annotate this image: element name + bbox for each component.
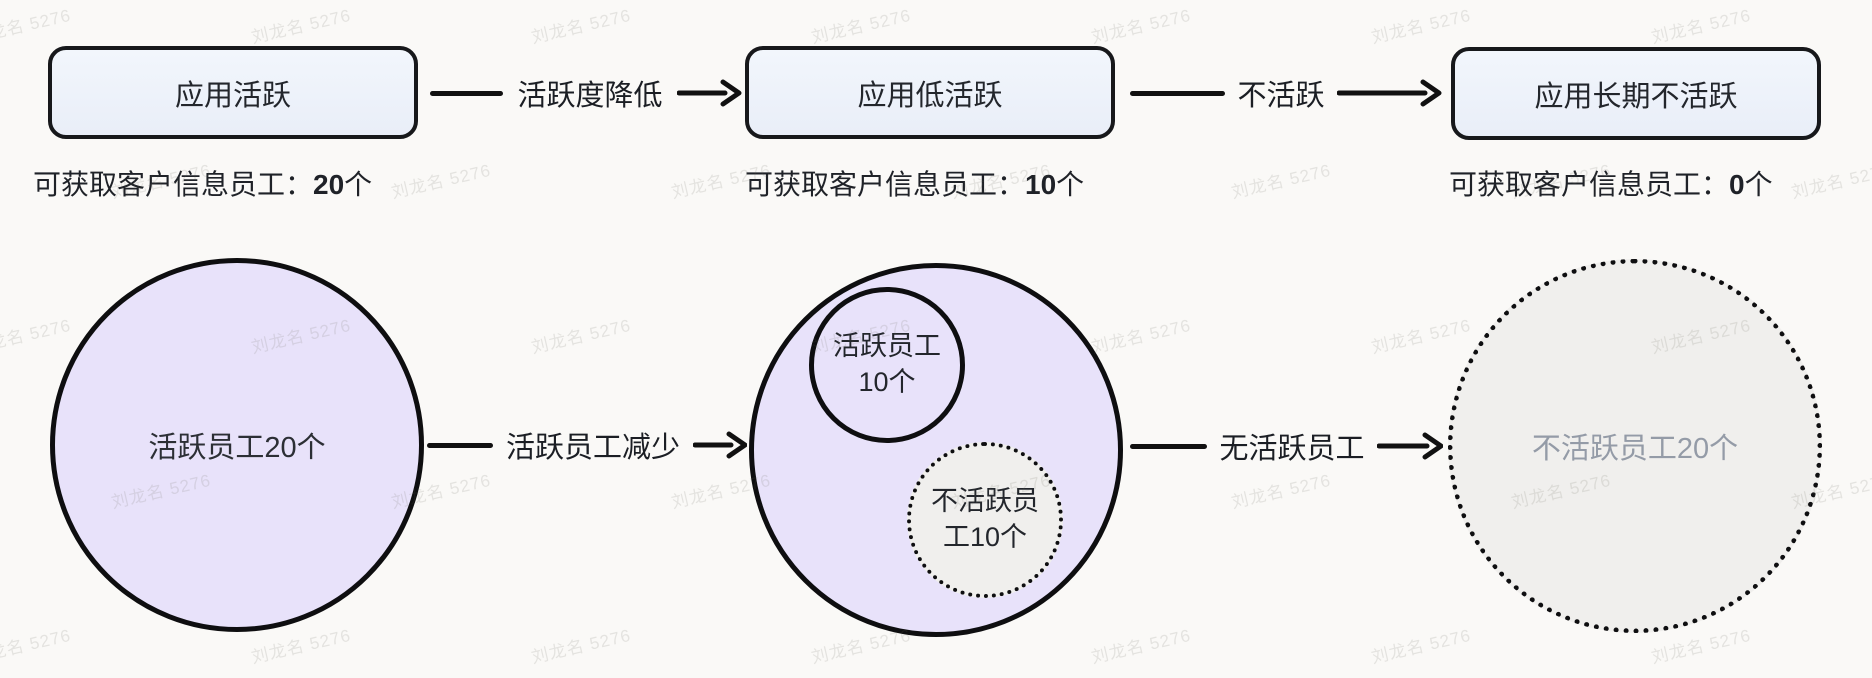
circle-label: 活跃员工20个 [148, 432, 326, 464]
connector-line [427, 442, 493, 448]
watermark-text: 刘龙名 5276 [1369, 625, 1473, 668]
stage-info-prefix: 可获取客户信息员工： [1449, 169, 1730, 200]
stage-box-low-active: 应用低活跃 [745, 46, 1115, 139]
arrow-right-icon [1336, 79, 1442, 107]
stage-info-line: 可获取客户信息员工：0个 [1449, 168, 1773, 202]
connector-label: 无活跃员工 [1219, 433, 1365, 465]
watermark-text: 刘龙名 5276 [1789, 160, 1872, 203]
stage-info-prefix: 可获取客户信息员工： [745, 169, 1026, 200]
circle-active-employees: 活跃员工20个 [50, 258, 424, 632]
stage-info-line: 可获取客户信息员工：20个 [33, 168, 372, 202]
arrow-right-icon [1376, 432, 1443, 460]
stage-box-active: 应用活跃 [48, 46, 418, 139]
watermark-text: 刘龙名 5276 [529, 5, 633, 48]
watermark-text: 刘龙名 5276 [1369, 5, 1473, 48]
circle-inactive-employees: 不活跃员工20个 [1448, 259, 1822, 633]
stage-box-label: 应用低活跃 [857, 79, 1003, 112]
connector-label: 不活跃 [1237, 80, 1325, 112]
stage-info-suffix: 个 [1744, 169, 1773, 200]
circle-connector-1: 活跃员工减少 [427, 425, 747, 465]
watermark-text: 刘龙名 5276 [1229, 160, 1333, 203]
stage-info-suffix: 个 [1056, 169, 1085, 200]
watermark-text: 刘龙名 5276 [0, 625, 73, 668]
watermark-text: 刘龙名 5276 [0, 5, 73, 48]
circle-label: 不活跃员工20个 [1531, 433, 1739, 465]
watermark-text: 刘龙名 5276 [1229, 470, 1333, 513]
stage-info-prefix: 可获取客户信息员工： [33, 169, 314, 200]
connector-line [430, 90, 503, 96]
stage-info-number: 20 [313, 169, 345, 200]
watermark-text: 刘龙名 5276 [389, 160, 493, 203]
watermark-text: 刘龙名 5276 [0, 315, 73, 358]
stage-info-line: 可获取客户信息员工：10个 [745, 168, 1084, 202]
watermark-text: 刘龙名 5276 [249, 5, 353, 48]
inner-circle-inactive: 不活跃员工10个 [907, 442, 1063, 598]
stage-box-label: 应用活跃 [174, 79, 291, 112]
circle-mixed-employees: 活跃员工10个 不活跃员工10个 [749, 263, 1123, 637]
watermark-text: 刘龙名 5276 [1649, 5, 1753, 48]
watermark-text: 刘龙名 5276 [809, 5, 913, 48]
stage-info-number: 0 [1729, 169, 1745, 200]
stage-box-label: 应用长期不活跃 [1534, 80, 1738, 113]
stage-connector-2: 不活跃 [1130, 73, 1442, 113]
watermark-text: 刘龙名 5276 [1089, 315, 1193, 358]
watermark-text: 刘龙名 5276 [1089, 625, 1193, 668]
watermark-text: 刘龙名 5276 [529, 625, 633, 668]
circle-connector-2: 无活跃员工 [1130, 426, 1443, 466]
connector-line [1130, 443, 1207, 449]
connector-label: 活跃度降低 [517, 80, 663, 112]
watermark-text: 刘龙名 5276 [1369, 315, 1473, 358]
connector-line [1130, 90, 1225, 96]
stage-info-number: 10 [1025, 169, 1057, 200]
stage-box-long-inactive: 应用长期不活跃 [1451, 47, 1821, 140]
stage-info-suffix: 个 [344, 169, 373, 200]
watermark-text: 刘龙名 5276 [529, 315, 633, 358]
stage-connector-1: 活跃度降低 [430, 73, 742, 113]
arrow-right-icon [692, 431, 747, 459]
inner-circle-label: 不活跃员工10个 [931, 486, 1039, 552]
watermark-text: 刘龙名 5276 [1089, 5, 1193, 48]
connector-label: 活跃员工减少 [505, 432, 680, 464]
inner-circle-label: 活跃员工10个 [833, 331, 941, 397]
arrow-right-icon [676, 79, 742, 107]
inner-circle-active: 活跃员工10个 [809, 287, 965, 443]
